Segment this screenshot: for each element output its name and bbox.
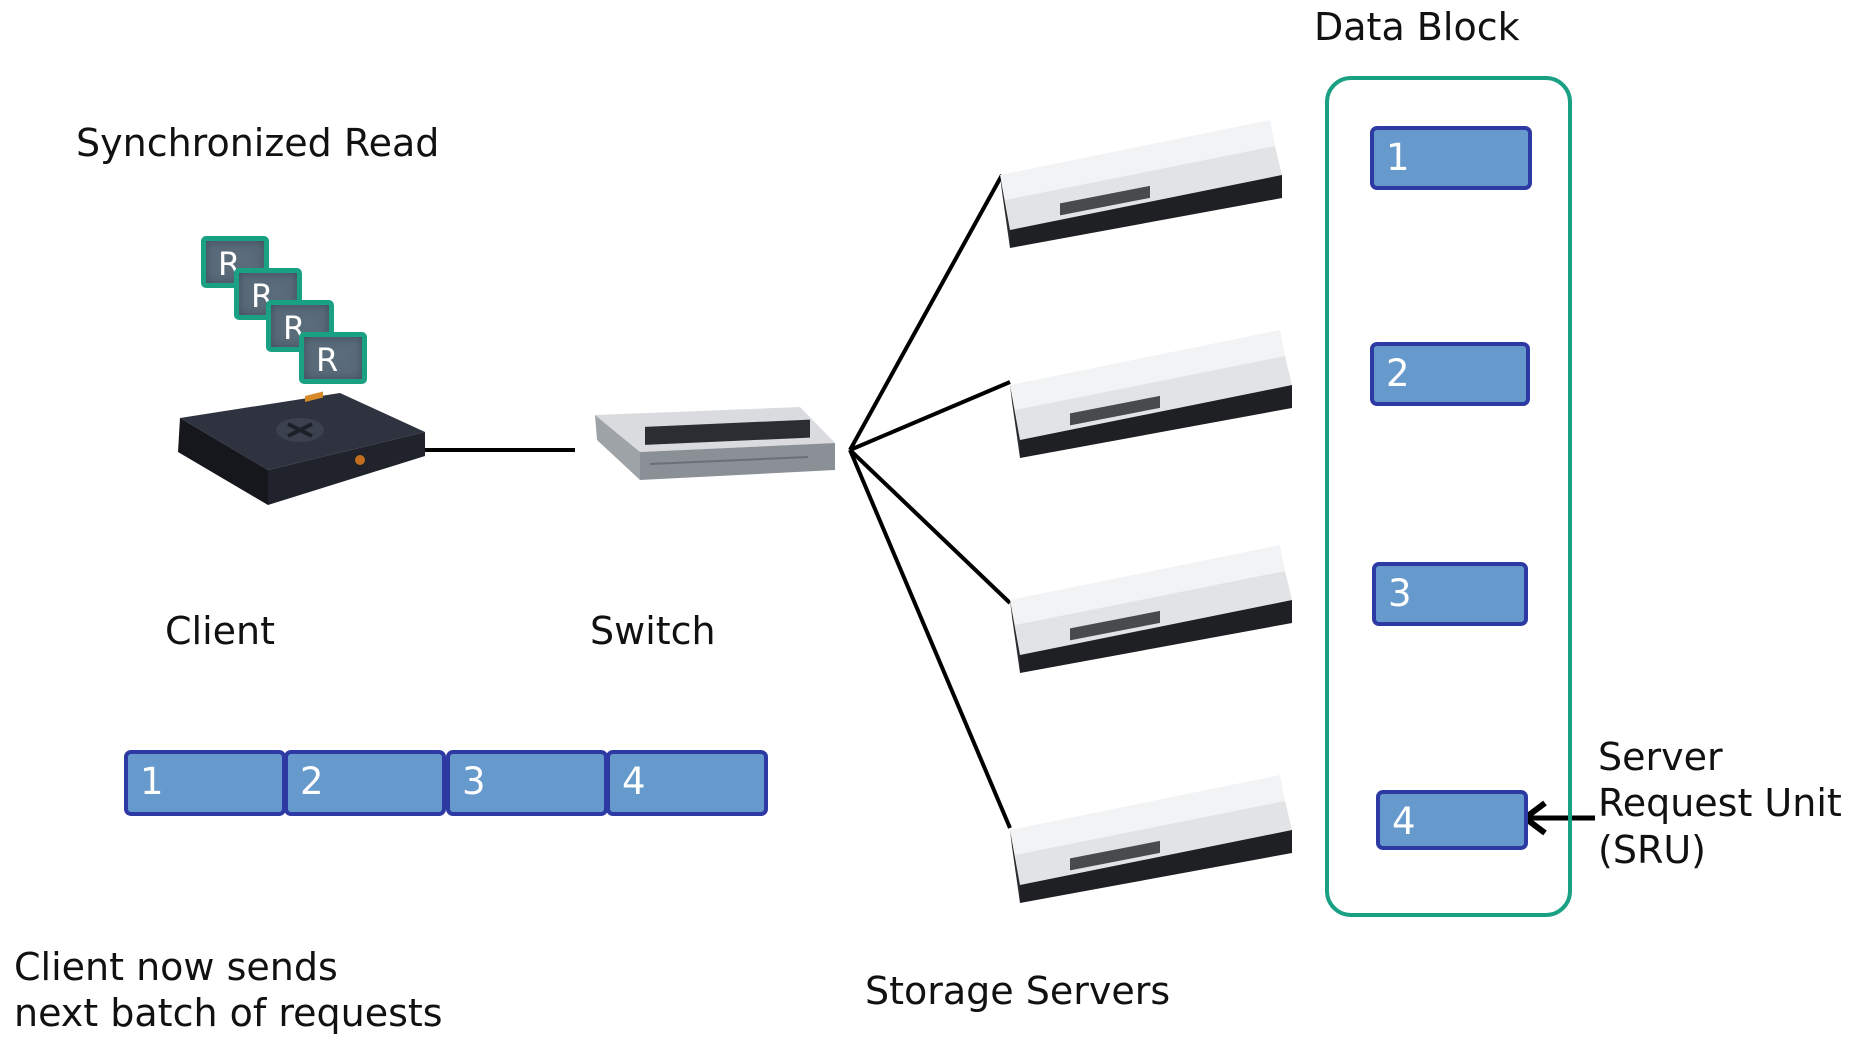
request-tile: R: [299, 332, 367, 384]
sru-label-line: (SRU): [1598, 827, 1706, 872]
storage-server-4-icon: [1010, 775, 1292, 903]
storage-server-3-icon: [1010, 545, 1292, 673]
sru-label-line: Server: [1598, 735, 1723, 779]
data-block-container: [1325, 76, 1572, 917]
client-buffer-unit: 3: [446, 750, 608, 816]
switch-server-1-link: [848, 174, 1004, 451]
data-block-label: Data Block: [1314, 5, 1520, 49]
storage-servers-label: Storage Servers: [865, 969, 1171, 1013]
bottom-note-line: Client now sends: [14, 945, 338, 989]
data-block-unit: 1: [1370, 126, 1532, 190]
switch-server-3-link: [848, 448, 1012, 605]
bottom-note-line: next batch of requests: [14, 991, 443, 1036]
sru-label-line: Request Unit: [1598, 781, 1842, 826]
switch-label: Switch: [590, 609, 716, 653]
data-block-unit: 2: [1370, 342, 1530, 406]
switch-server-2-link: [849, 380, 1011, 452]
storage-server-2-icon: [1010, 330, 1292, 458]
sru-label: Server Request Unit (SRU): [1598, 734, 1842, 873]
data-block-unit: 4: [1376, 790, 1528, 850]
page-title: Synchronized Read: [76, 121, 440, 165]
client-buffer-unit: 1: [124, 750, 286, 816]
switch-server-4-link: [848, 449, 1012, 829]
client-buffer-unit: 4: [606, 750, 768, 816]
client-label: Client: [165, 609, 276, 653]
client-buffer-unit: 2: [284, 750, 446, 816]
storage-server-1-icon: [1000, 120, 1282, 248]
data-block-unit: 3: [1372, 562, 1528, 626]
bottom-note: Client now sends next batch of requests: [14, 944, 443, 1037]
